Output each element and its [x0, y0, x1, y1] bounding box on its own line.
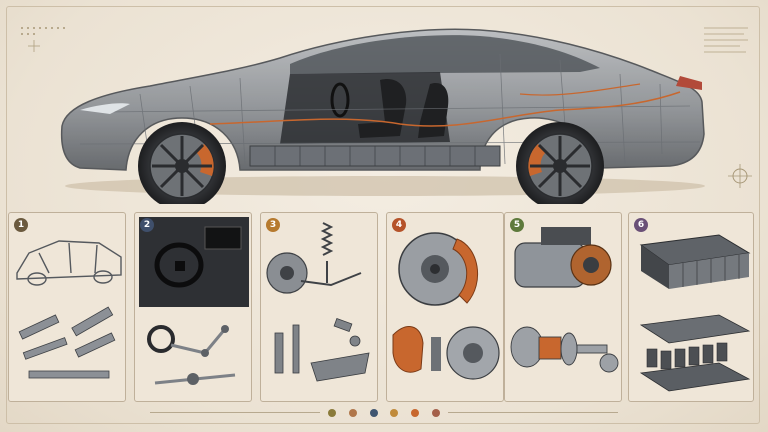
suspension-icon [266, 222, 370, 382]
panel-number-badge: 2 [140, 218, 154, 232]
panel-suspension: 3 [260, 212, 378, 402]
footer-rule-right [448, 412, 618, 413]
panel-number-badge: 4 [392, 218, 406, 232]
panel-battery: 6 [628, 212, 754, 402]
panel-number-badge: 6 [634, 218, 648, 232]
battery-pack-icon [639, 234, 751, 392]
rear-wheel [516, 122, 604, 204]
panel-number-badge: 3 [266, 218, 280, 232]
footer-rule-left [150, 412, 320, 413]
panel-motor: 5 [504, 212, 622, 402]
front-brake-caliper [196, 144, 214, 176]
rear-seat [418, 82, 449, 138]
crosshair-icon [28, 40, 40, 52]
panel-number-badge: 5 [510, 218, 524, 232]
dotted-ornament-left [21, 27, 65, 35]
panel-body-frame: 1 [8, 212, 126, 402]
footer-dot [431, 409, 440, 417]
outer-frame [6, 6, 760, 424]
footer-dot [390, 409, 399, 417]
taillight [676, 76, 702, 90]
brake-disc-icon [392, 232, 500, 380]
cutaway-car-illustration [60, 28, 705, 204]
headlight [80, 103, 130, 114]
panel-number-badge: 1 [14, 218, 28, 232]
rear-brake-caliper [528, 144, 546, 176]
cabin-cutaway [280, 72, 450, 144]
target-icon [728, 164, 752, 188]
front-wheel [138, 122, 226, 204]
glass-roof [290, 35, 600, 74]
wiring-harness [209, 91, 681, 127]
footer-dot [411, 409, 420, 417]
footer-dot [348, 409, 357, 417]
panel-brakes: 4 [386, 212, 504, 402]
footer-dots [328, 407, 440, 419]
technical-lines-ornament [704, 27, 748, 53]
footer-dot [328, 409, 336, 417]
car-body-frame-icon [16, 240, 122, 379]
steering-wheel [330, 82, 350, 118]
footer-dot [369, 409, 378, 417]
electric-motor-icon [510, 227, 619, 373]
panel-steering: 2 [134, 212, 252, 402]
steering-system-icon [139, 217, 249, 385]
